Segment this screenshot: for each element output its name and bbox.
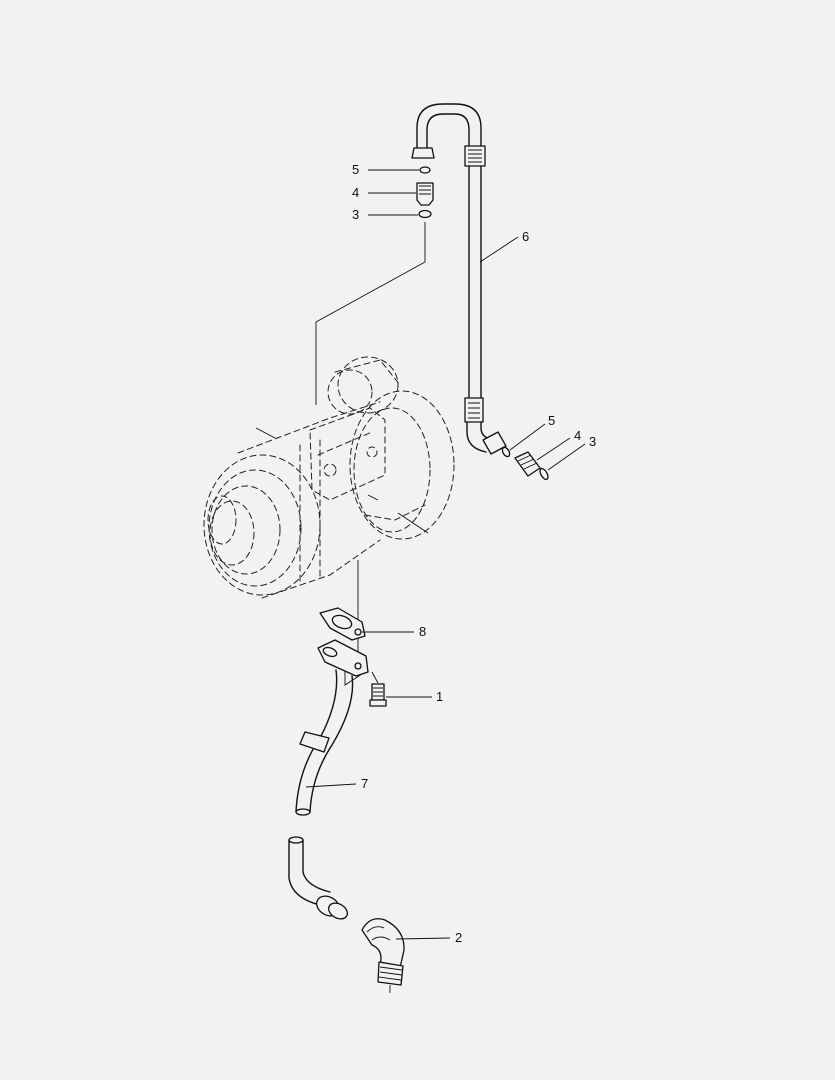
callout-labels: 5 4 3 6 5 4 3 8 1 7 2 bbox=[352, 162, 596, 945]
elbow-adapter bbox=[361, 918, 405, 993]
right-union-fittings bbox=[501, 446, 549, 481]
oil-return-pipe bbox=[288, 639, 369, 920]
callout-5-right: 5 bbox=[548, 413, 555, 428]
top-union-fittings bbox=[416, 166, 434, 219]
callout-5-top: 5 bbox=[352, 162, 359, 177]
callout-1: 1 bbox=[436, 689, 443, 704]
callout-2: 2 bbox=[455, 930, 462, 945]
callout-6: 6 bbox=[522, 229, 529, 244]
oil-feed-pipe bbox=[411, 103, 507, 455]
callout-3-right: 3 bbox=[589, 434, 596, 449]
callout-4-right: 4 bbox=[574, 428, 581, 443]
bolt bbox=[369, 683, 387, 707]
gasket bbox=[319, 607, 366, 641]
assembly-leader-lines bbox=[315, 222, 426, 686]
callout-leader-lines bbox=[305, 169, 586, 940]
callout-8: 8 bbox=[419, 624, 426, 639]
turbocharger-phantom-outline bbox=[203, 356, 455, 599]
callout-7: 7 bbox=[361, 776, 368, 791]
callout-4-top: 4 bbox=[352, 185, 359, 200]
callout-3-top: 3 bbox=[352, 207, 359, 222]
